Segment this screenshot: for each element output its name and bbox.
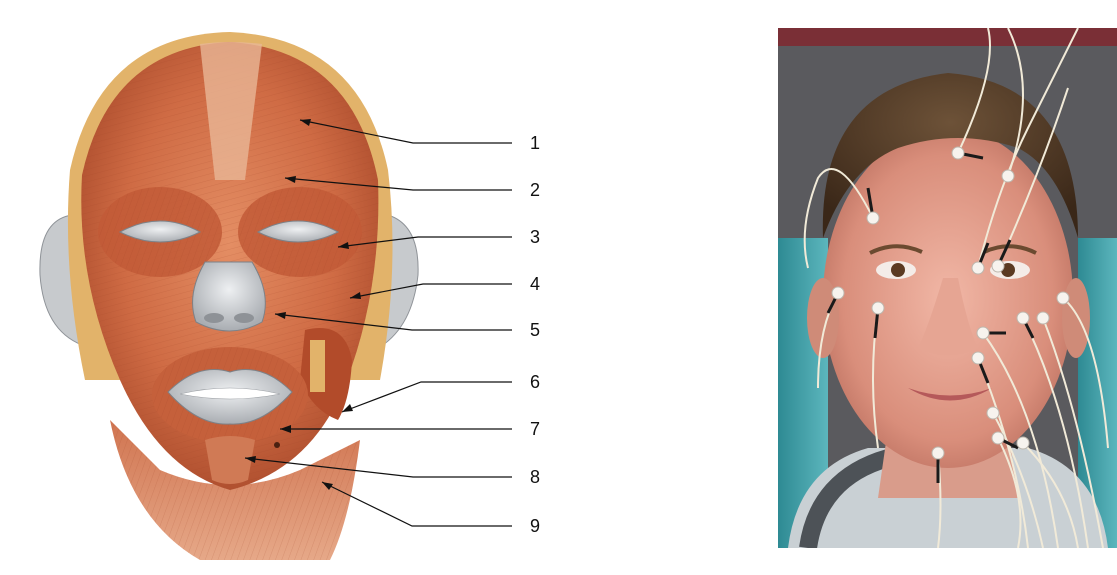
anatomy-illustration-panel: 1 2 3 4 5 6 7 8 9 bbox=[0, 0, 740, 575]
electrode bbox=[832, 287, 844, 299]
electrode bbox=[992, 260, 1004, 272]
electrode bbox=[1057, 292, 1069, 304]
electrode bbox=[977, 327, 989, 339]
electrode bbox=[1002, 170, 1014, 182]
callout-number-1: 1 bbox=[530, 133, 540, 153]
callout-number-3: 3 bbox=[530, 227, 540, 247]
electrode-photo-panel bbox=[778, 28, 1117, 548]
electrode bbox=[932, 447, 944, 459]
right-ear-photo bbox=[1062, 278, 1090, 358]
nose-cartilage bbox=[193, 262, 266, 331]
mental-foramen bbox=[274, 442, 280, 448]
parotid bbox=[310, 340, 325, 392]
mentalis bbox=[205, 436, 255, 484]
electrode bbox=[867, 212, 879, 224]
electrode bbox=[987, 407, 999, 419]
callout-number-7: 7 bbox=[530, 419, 540, 439]
callout-number-2: 2 bbox=[530, 180, 540, 200]
electrode bbox=[972, 352, 984, 364]
callout-number-8: 8 bbox=[530, 467, 540, 487]
callout-number-6: 6 bbox=[530, 372, 540, 392]
electrode bbox=[1037, 312, 1049, 324]
electrode bbox=[972, 262, 984, 274]
electrode bbox=[1017, 312, 1029, 324]
callout-line-6 bbox=[342, 382, 512, 412]
callout-number-4: 4 bbox=[530, 274, 540, 294]
electrode bbox=[992, 432, 1004, 444]
callout-numbers: 1 2 3 4 5 6 7 8 9 bbox=[530, 133, 540, 536]
callout-number-5: 5 bbox=[530, 320, 540, 340]
callout-number-9: 9 bbox=[530, 516, 540, 536]
electrode bbox=[872, 302, 884, 314]
electrode bbox=[952, 147, 964, 159]
electrode bbox=[1017, 437, 1029, 449]
